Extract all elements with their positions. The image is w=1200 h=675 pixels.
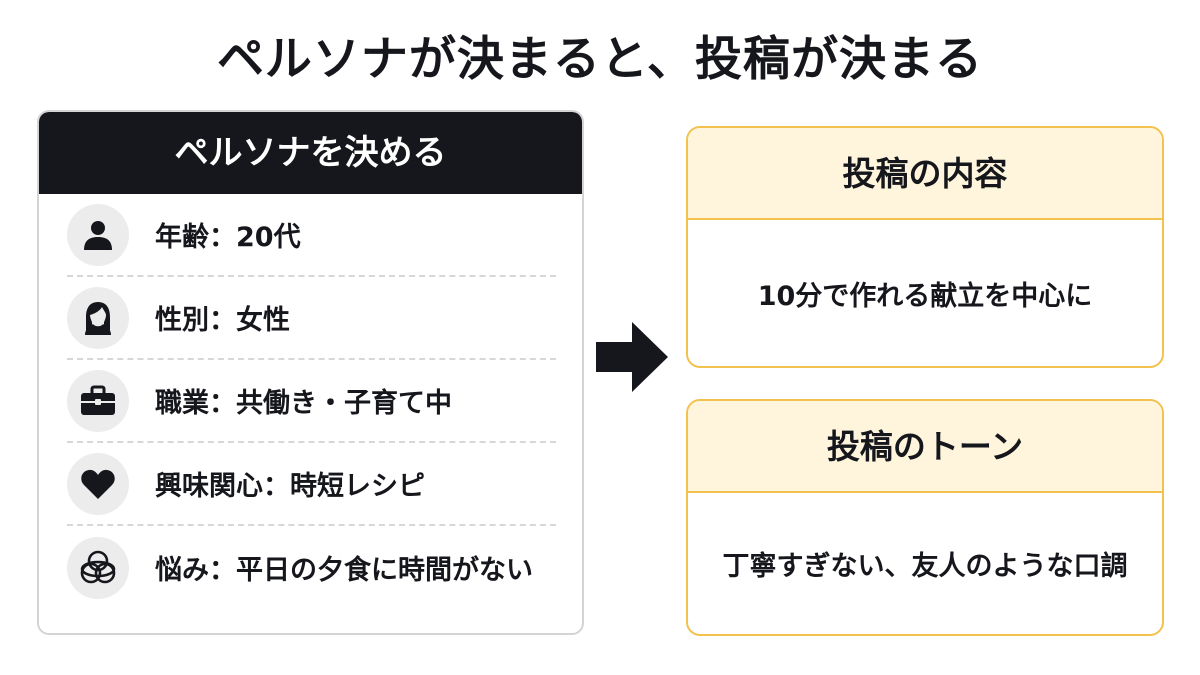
post-content-header: 投稿の内容: [688, 128, 1162, 220]
persona-item-label: 興味関心：時短レシピ: [155, 471, 425, 502]
persona-item-gender: 性別：女性: [67, 277, 556, 360]
post-tone-header: 投稿のトーン: [688, 401, 1162, 493]
persona-item-label: 職業：共働き・子育て中: [155, 388, 452, 419]
persona-list: 年齢：20代 性別：女性 職業：共働き・子育て中: [39, 194, 582, 609]
tangled-circles-icon: [67, 536, 129, 599]
persona-item-label: 性別：女性: [155, 305, 290, 336]
persona-item-interest: 興味関心：時短レシピ: [67, 443, 556, 526]
post-tone-card: 投稿のトーン 丁寧すぎない、友人のような口調: [686, 399, 1164, 636]
person-icon: [67, 203, 129, 266]
post-tone-body: 丁寧すぎない、友人のような口調: [722, 551, 1128, 582]
page-title: ペルソナが決まると、投稿が決まる: [216, 32, 984, 87]
woman-icon: [67, 286, 129, 349]
post-content-card: 投稿の内容 10分で作れる献立を中心に: [686, 126, 1164, 368]
persona-card: ペルソナを決める 年齢：20代 性別：女性: [37, 110, 584, 635]
persona-header: ペルソナを決める: [39, 112, 582, 194]
persona-item-job: 職業：共働き・子育て中: [67, 360, 556, 443]
briefcase-icon: [67, 369, 129, 432]
persona-item-label: 年齢：20代: [155, 222, 301, 253]
heart-icon: [67, 452, 129, 515]
persona-item-age: 年齢：20代: [67, 194, 556, 277]
persona-item-worry: 悩み：平日の夕食に時間がない: [67, 526, 556, 609]
persona-item-label: 悩み：平日の夕食に時間がない: [155, 555, 533, 586]
post-content-body: 10分で作れる献立を中心に: [757, 280, 1093, 312]
right-arrow-icon: [596, 322, 668, 392]
